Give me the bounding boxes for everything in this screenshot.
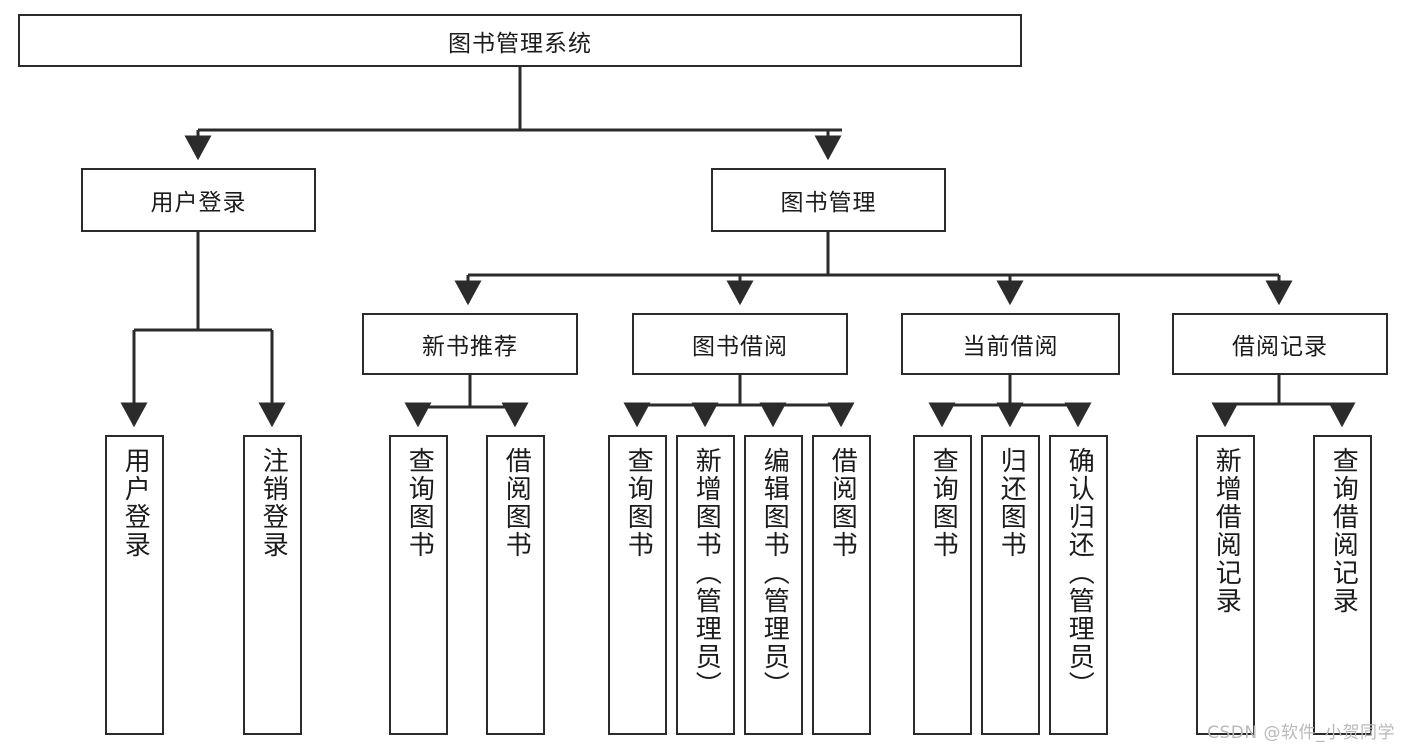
node-book-borrow-label: 图书借阅 bbox=[692, 334, 788, 360]
node-leaf-edit-book-label: 编辑图书（管理员） bbox=[759, 447, 790, 699]
node-leaf-confirm-return[interactable]: 确认归还（管理员） bbox=[1049, 435, 1108, 735]
node-leaf-query-book-2[interactable]: 查询图书 bbox=[608, 435, 667, 735]
node-leaf-add-record-label: 新增借阅记录 bbox=[1211, 447, 1242, 615]
node-current-borrow[interactable]: 当前借阅 bbox=[901, 313, 1120, 375]
node-leaf-add-book-label: 新增图书（管理员） bbox=[691, 447, 722, 699]
node-leaf-user-logout[interactable]: 注销登录 bbox=[243, 435, 302, 735]
node-leaf-user-login-label: 用户登录 bbox=[120, 447, 151, 559]
node-leaf-query-book-1[interactable]: 查询图书 bbox=[389, 435, 448, 735]
node-book-borrow[interactable]: 图书借阅 bbox=[632, 313, 848, 375]
node-leaf-borrow-book-1-label: 借阅图书 bbox=[501, 447, 532, 559]
node-leaf-confirm-return-label: 确认归还（管理员） bbox=[1064, 447, 1095, 699]
node-current-borrow-label: 当前借阅 bbox=[962, 334, 1059, 360]
node-leaf-query-record[interactable]: 查询借阅记录 bbox=[1313, 435, 1372, 735]
node-leaf-borrow-book-1[interactable]: 借阅图书 bbox=[486, 435, 545, 735]
node-book-manage[interactable]: 图书管理 bbox=[711, 168, 946, 232]
node-leaf-query-book-1-label: 查询图书 bbox=[404, 447, 435, 559]
node-borrow-record-label: 借阅记录 bbox=[1232, 334, 1328, 360]
node-borrow-record[interactable]: 借阅记录 bbox=[1172, 313, 1388, 375]
node-leaf-query-book-3[interactable]: 查询图书 bbox=[913, 435, 972, 735]
node-leaf-add-book[interactable]: 新增图书（管理员） bbox=[676, 435, 735, 735]
node-leaf-user-logout-label: 注销登录 bbox=[258, 447, 289, 559]
node-user-login-label: 用户登录 bbox=[150, 190, 247, 216]
node-leaf-add-record[interactable]: 新增借阅记录 bbox=[1196, 435, 1255, 735]
node-root-label: 图书管理系统 bbox=[448, 30, 592, 57]
node-leaf-borrow-book-2[interactable]: 借阅图书 bbox=[812, 435, 871, 735]
node-new-book-rec-label: 新书推荐 bbox=[422, 334, 518, 360]
node-leaf-return-book-label: 归还图书 bbox=[996, 447, 1027, 559]
node-leaf-query-book-3-label: 查询图书 bbox=[928, 447, 959, 559]
node-new-book-rec[interactable]: 新书推荐 bbox=[362, 313, 578, 375]
node-leaf-query-record-label: 查询借阅记录 bbox=[1328, 447, 1359, 615]
node-root[interactable]: 图书管理系统 bbox=[18, 14, 1022, 67]
watermark-label: CSDN @软件_小贺同学 bbox=[1207, 723, 1395, 743]
node-book-manage-label: 图书管理 bbox=[780, 190, 877, 216]
node-leaf-return-book[interactable]: 归还图书 bbox=[981, 435, 1040, 735]
node-leaf-query-book-2-label: 查询图书 bbox=[623, 447, 654, 559]
node-leaf-edit-book[interactable]: 编辑图书（管理员） bbox=[744, 435, 803, 735]
node-leaf-borrow-book-2-label: 借阅图书 bbox=[827, 447, 858, 559]
node-user-login[interactable]: 用户登录 bbox=[81, 168, 316, 232]
node-leaf-user-login[interactable]: 用户登录 bbox=[105, 435, 164, 735]
